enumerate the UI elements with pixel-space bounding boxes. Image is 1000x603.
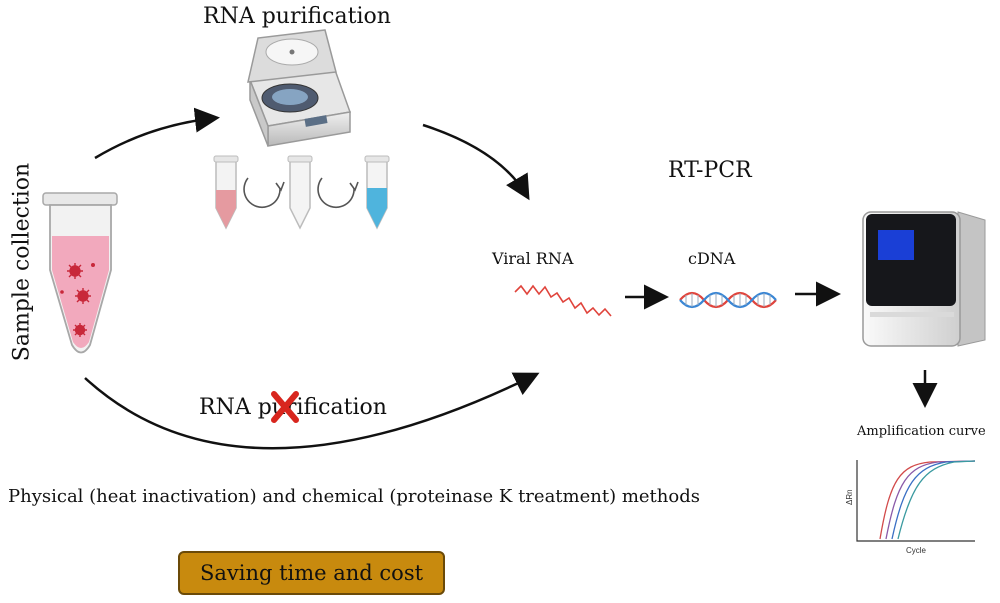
mix-arrow-head-2 [349, 181, 359, 192]
qpcr-machine-icon [862, 211, 986, 347]
tube-blue-icon [364, 155, 390, 230]
saving-time-cost-label: Saving time and cost [199, 561, 424, 585]
chart-axis-y-label: ΔRn [845, 489, 854, 505]
mix-arrow-icon-1 [243, 177, 281, 208]
label-methods: Physical (heat inactivation) and chemica… [8, 486, 700, 507]
chart-axis-x-label: Cycle [906, 546, 927, 555]
virus-icon [60, 263, 95, 337]
tube-clear-icon [287, 155, 313, 230]
mix-arrow-icon-2 [317, 177, 355, 208]
arrow-to-purification [94, 107, 220, 160]
label-sample-collection: Sample collection [9, 162, 35, 362]
centrifuge-icon [247, 29, 352, 147]
label-cdna: cDNA [688, 249, 736, 268]
amplification-chart: Cycle ΔRn [845, 460, 976, 555]
title-rna-purification: RNA purification [203, 4, 391, 29]
tube-red-icon [213, 155, 239, 230]
amp-curve-red [879, 460, 976, 540]
viral-rna-icon [514, 284, 612, 317]
amp-curve-blue [891, 460, 976, 540]
amp-curve-teal [897, 460, 976, 540]
mix-arrow-head-1 [275, 181, 285, 192]
title-rt-pcr: RT-PCR [668, 158, 752, 183]
label-amplification-curve: Amplification curve [857, 424, 986, 439]
sample-tube-icon [42, 192, 118, 354]
amp-curve-purple [885, 460, 976, 540]
cross-mark-icon [271, 391, 299, 423]
saving-time-cost-box: Saving time and cost [178, 551, 445, 595]
arrow-direct-route [84, 372, 540, 450]
arrow-from-purification [422, 123, 530, 201]
label-viral-rna: Viral RNA [492, 249, 574, 268]
cdna-helix-icon [679, 291, 777, 309]
